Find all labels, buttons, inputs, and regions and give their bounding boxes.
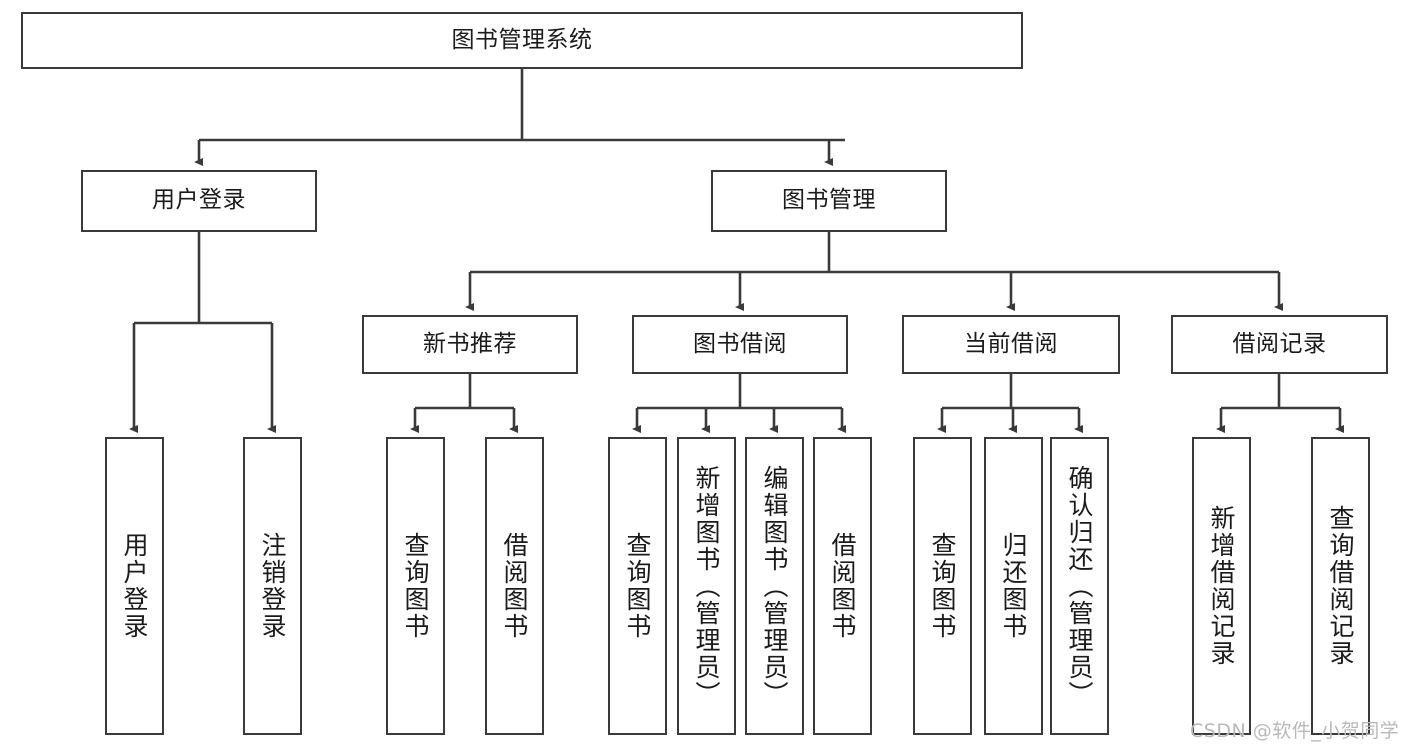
node-leaf-edit-book-admin[interactable]: 编辑图书（管理员） (745, 437, 804, 735)
node-root-label: 图书管理系统 (451, 26, 593, 53)
node-leaf-logout-login[interactable]: 注销登录 (243, 437, 302, 735)
node-current-borrow-label: 当前借阅 (964, 330, 1058, 357)
node-new-book-recommend[interactable]: 新书推荐 (362, 315, 578, 374)
node-leaf-query-book-recommend-label: 查询图书 (401, 532, 430, 640)
node-leaf-query-book-borrow[interactable]: 查询图书 (608, 437, 667, 735)
node-leaf-borrow-book-recommend[interactable]: 借阅图书 (485, 437, 544, 735)
node-user-login[interactable]: 用户登录 (81, 170, 317, 232)
node-leaf-add-borrow-record-label: 新增借阅记录 (1207, 505, 1236, 667)
node-leaf-user-login[interactable]: 用户登录 (105, 437, 164, 735)
node-new-book-recommend-label: 新书推荐 (423, 330, 517, 357)
node-leaf-add-book-admin-label: 新增图书（管理员） (692, 464, 721, 708)
node-root[interactable]: 图书管理系统 (21, 12, 1023, 69)
node-book-management[interactable]: 图书管理 (711, 170, 947, 232)
node-leaf-return-book-label: 归还图书 (999, 532, 1028, 640)
node-leaf-borrow-book-recommend-label: 借阅图书 (500, 532, 529, 640)
node-leaf-return-book[interactable]: 归还图书 (984, 437, 1043, 735)
node-leaf-query-borrow-record-label: 查询借阅记录 (1326, 505, 1355, 667)
node-leaf-query-book-current[interactable]: 查询图书 (913, 437, 972, 735)
node-leaf-borrow-book[interactable]: 借阅图书 (813, 437, 872, 735)
node-leaf-edit-book-admin-label: 编辑图书（管理员） (760, 464, 789, 708)
node-leaf-confirm-return-admin-label: 确认归还（管理员） (1065, 464, 1094, 708)
node-leaf-borrow-book-label: 借阅图书 (828, 532, 857, 640)
node-leaf-query-borrow-record[interactable]: 查询借阅记录 (1311, 437, 1370, 735)
node-leaf-add-book-admin[interactable]: 新增图书（管理员） (677, 437, 736, 735)
node-borrow-record-label: 借阅记录 (1232, 330, 1327, 357)
node-leaf-query-book-recommend[interactable]: 查询图书 (386, 437, 445, 735)
node-leaf-user-login-label: 用户登录 (120, 532, 149, 640)
watermark: CSDN @软件_小贺同学 (1190, 720, 1400, 742)
node-leaf-add-borrow-record[interactable]: 新增借阅记录 (1192, 437, 1251, 735)
node-book-management-label: 图书管理 (782, 187, 876, 214)
node-book-borrow[interactable]: 图书借阅 (632, 315, 848, 374)
node-book-borrow-label: 图书借阅 (693, 330, 787, 357)
node-user-login-label: 用户登录 (152, 187, 246, 214)
node-borrow-record[interactable]: 借阅记录 (1171, 315, 1388, 374)
node-leaf-logout-login-label: 注销登录 (258, 532, 287, 640)
node-current-borrow[interactable]: 当前借阅 (902, 315, 1120, 374)
node-leaf-query-book-borrow-label: 查询图书 (623, 532, 652, 640)
node-leaf-confirm-return-admin[interactable]: 确认归还（管理员） (1050, 437, 1109, 735)
node-leaf-query-book-current-label: 查询图书 (928, 532, 957, 640)
